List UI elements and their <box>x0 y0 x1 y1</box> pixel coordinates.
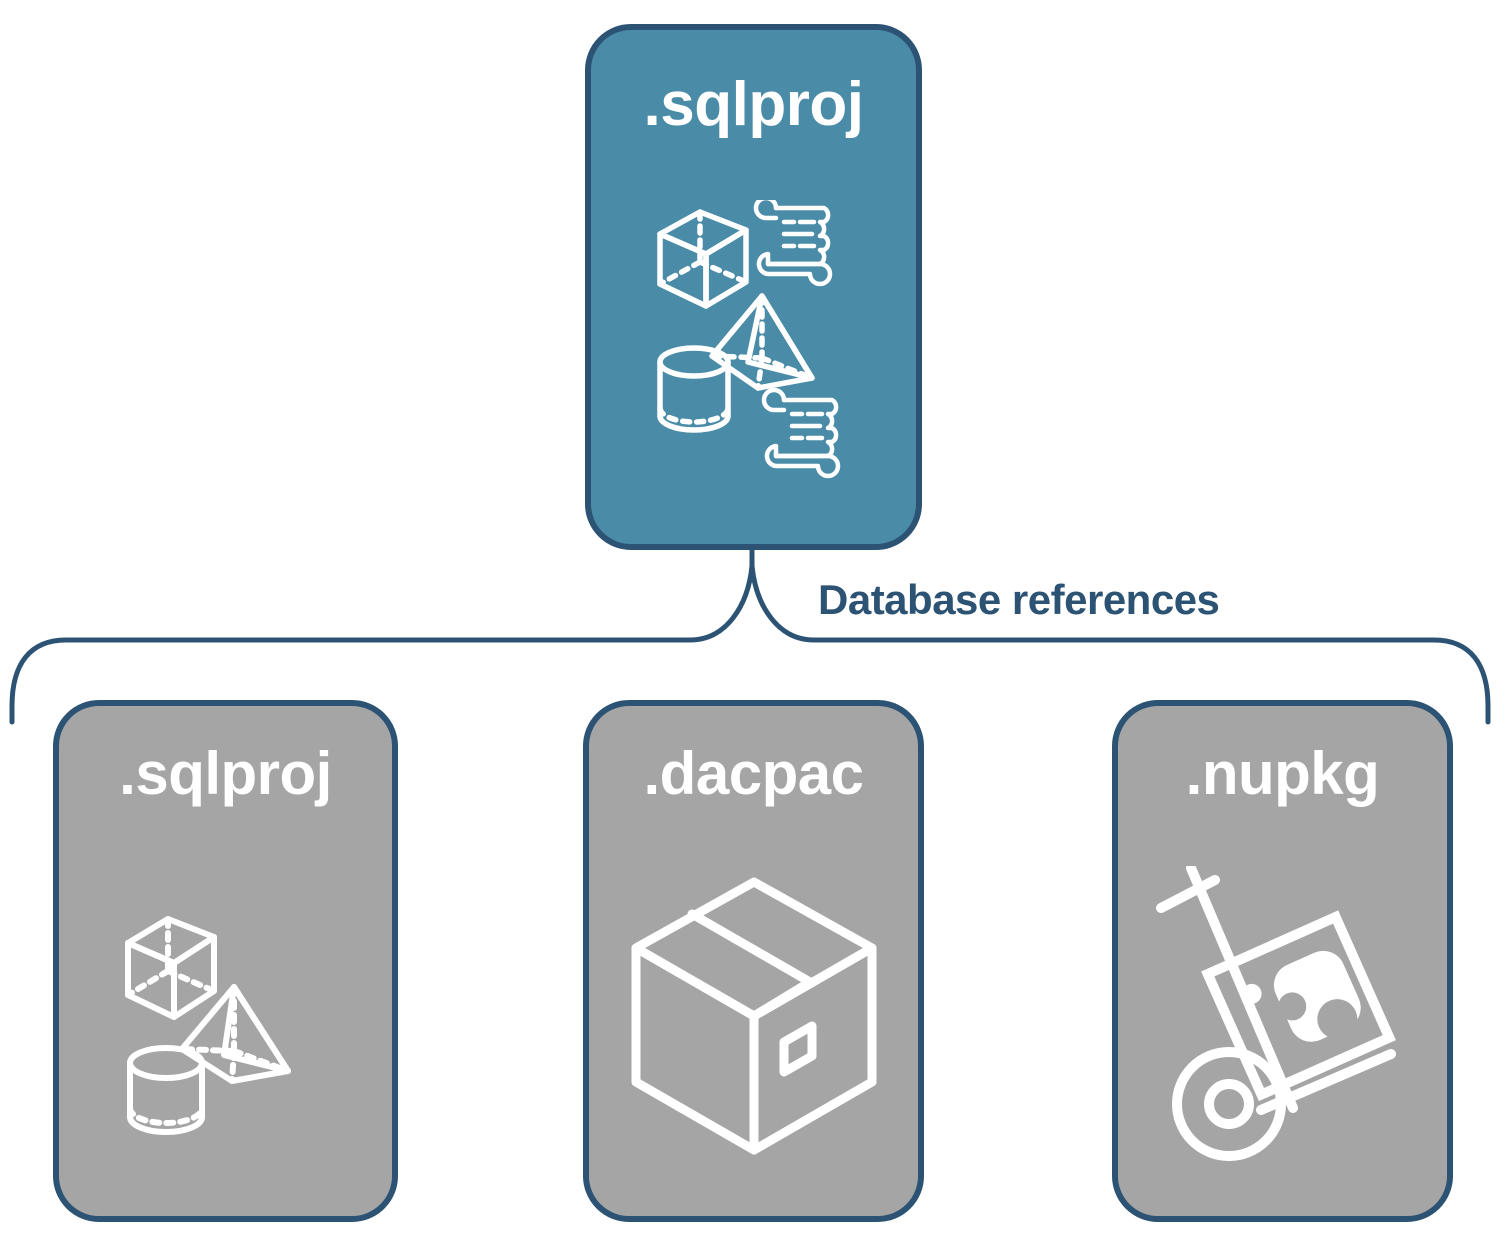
node-child-dacpac[interactable]: .dacpac <box>583 700 924 1222</box>
node-child-nupkg-title: .nupkg <box>1185 740 1380 807</box>
sqlproj-icon-group <box>124 916 291 1135</box>
nupkg-icon-group <box>1155 866 1396 1161</box>
node-child-nupkg-artwork <box>1118 804 1447 1216</box>
pyramid-icon <box>178 984 291 1084</box>
node-root-artwork <box>591 136 916 544</box>
node-child-dacpac-title: .dacpac <box>643 740 864 807</box>
root-icon-group <box>656 200 840 479</box>
brace-left-arm <box>9 563 755 725</box>
cylinder-icon <box>656 345 731 433</box>
cube-icon <box>656 209 749 309</box>
pyramid-icon <box>708 293 815 391</box>
connector-label: Database references <box>818 576 1220 623</box>
node-child-sqlproj[interactable]: .sqlproj <box>53 700 398 1222</box>
cube-icon <box>124 916 217 1020</box>
dacpac-icon-group <box>631 877 876 1155</box>
hand-truck-icon <box>1155 866 1396 1161</box>
package-box-icon <box>631 877 876 1155</box>
brace-right-arm <box>749 563 1491 725</box>
scroll-icon <box>753 200 832 287</box>
node-root-sqlproj[interactable]: .sqlproj <box>585 24 922 550</box>
node-child-sqlproj-artwork <box>59 804 392 1216</box>
node-root-title: .sqlproj <box>643 70 864 139</box>
cylinder-icon <box>126 1045 205 1135</box>
node-child-sqlproj-title: .sqlproj <box>119 740 332 807</box>
scroll-icon <box>761 387 840 479</box>
node-child-dacpac-artwork <box>589 804 918 1216</box>
node-child-nupkg[interactable]: .nupkg <box>1112 700 1453 1222</box>
package-icon <box>1200 910 1396 1102</box>
